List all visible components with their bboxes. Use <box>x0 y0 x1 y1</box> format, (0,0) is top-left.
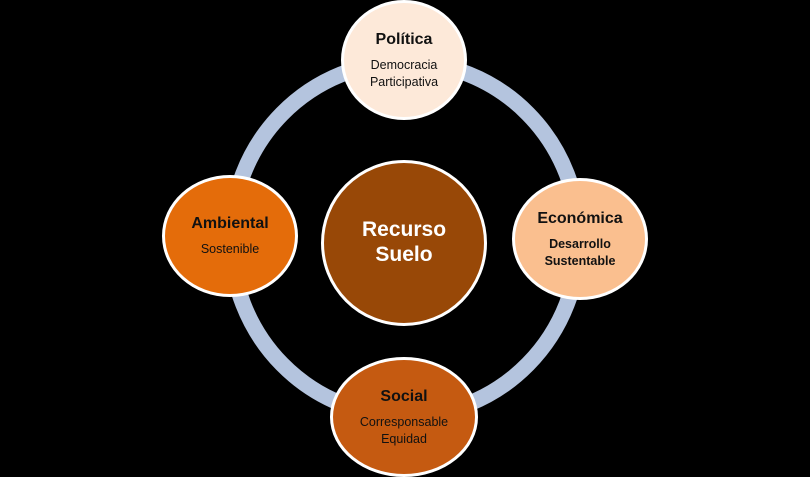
node-politica: Política Democracia Participativa <box>341 0 467 120</box>
economica-line2: Sustentable <box>544 253 616 268</box>
center-title: Recurso Suelo <box>361 218 447 266</box>
politica-subtitle: Democracia Participativa <box>370 57 438 91</box>
politica-line2: Participativa <box>369 74 439 89</box>
economica-title: Económica <box>537 209 623 227</box>
node-social: Social Corresponsable Equidad <box>330 357 478 477</box>
politica-line1: Democracia <box>370 57 438 72</box>
economica-subtitle: Desarrollo Sustentable <box>545 236 616 270</box>
economica-line1: Desarrollo <box>549 236 611 251</box>
ambiental-title: Ambiental <box>191 214 269 232</box>
node-ambiental: Ambiental Sostenible <box>162 175 298 297</box>
social-subtitle: Corresponsable Equidad <box>360 414 448 448</box>
node-economica: Económica Desarrollo Sustentable <box>512 178 648 300</box>
social-line2: Equidad <box>381 431 427 446</box>
social-title: Social <box>380 387 428 405</box>
politica-title: Política <box>375 30 433 48</box>
center-node-recurso-suelo: Recurso Suelo <box>321 160 487 326</box>
ambiental-subtitle: Sostenible <box>201 241 259 258</box>
social-line1: Corresponsable <box>359 414 449 429</box>
ambiental-line1: Sostenible <box>200 242 260 257</box>
